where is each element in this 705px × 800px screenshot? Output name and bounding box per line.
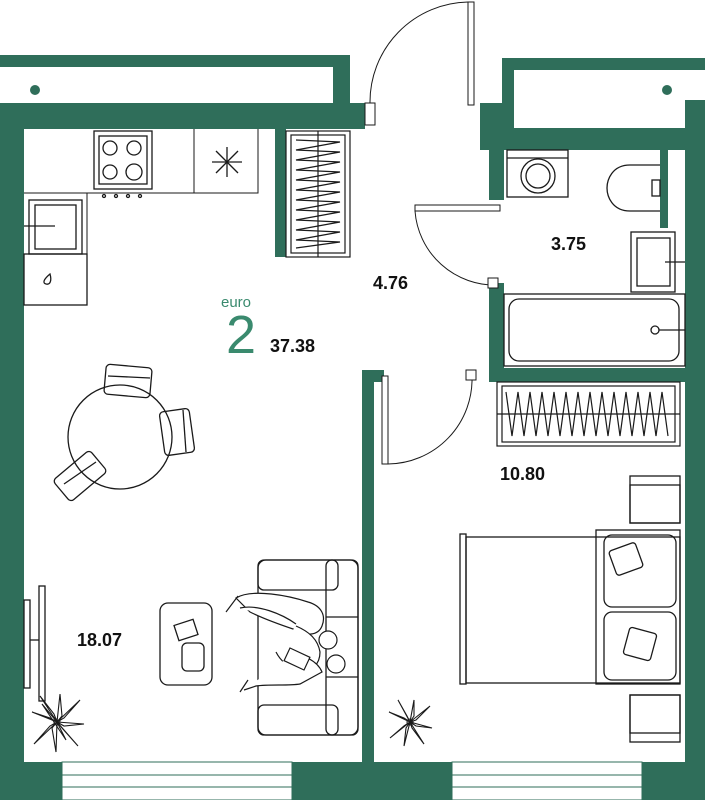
toilet-icon	[606, 164, 661, 212]
bathtub-icon	[503, 293, 686, 367]
apartment-type-label: euro	[221, 294, 252, 311]
room-area-living: 18.07	[77, 630, 123, 650]
room-area-bedroom: 10.80	[500, 464, 546, 484]
sink-icon	[23, 199, 88, 306]
total-area: 37.38	[270, 336, 316, 356]
plant-icon	[31, 693, 85, 753]
washbasin-icon	[630, 231, 685, 293]
bed-icon	[459, 529, 681, 685]
washing-machine-icon	[506, 149, 569, 198]
tv-icon	[23, 585, 46, 702]
chair-top	[103, 363, 153, 399]
room-area-bathroom: 3.75	[551, 234, 587, 254]
fridge-icon	[212, 147, 242, 177]
nightstand-bottom	[629, 694, 681, 743]
chair-bottom	[53, 450, 107, 502]
balcony-marker-right	[662, 85, 672, 95]
chair-right	[158, 407, 196, 457]
dining-table	[53, 363, 196, 502]
balcony-marker-left	[30, 85, 40, 95]
nightstand-top	[629, 475, 681, 524]
hall-wardrobe	[285, 130, 351, 258]
plant-icon-bedroom	[388, 699, 433, 747]
bedroom-wardrobe	[496, 381, 681, 447]
stove-icon	[93, 130, 153, 199]
windows	[61, 761, 643, 800]
people-icon	[225, 592, 346, 693]
rooms-count: 2	[226, 305, 257, 365]
doors	[364, 1, 501, 465]
kitchen-counter	[24, 129, 259, 306]
coffee-table	[159, 602, 213, 686]
room-area-hall: 4.76	[373, 273, 409, 293]
